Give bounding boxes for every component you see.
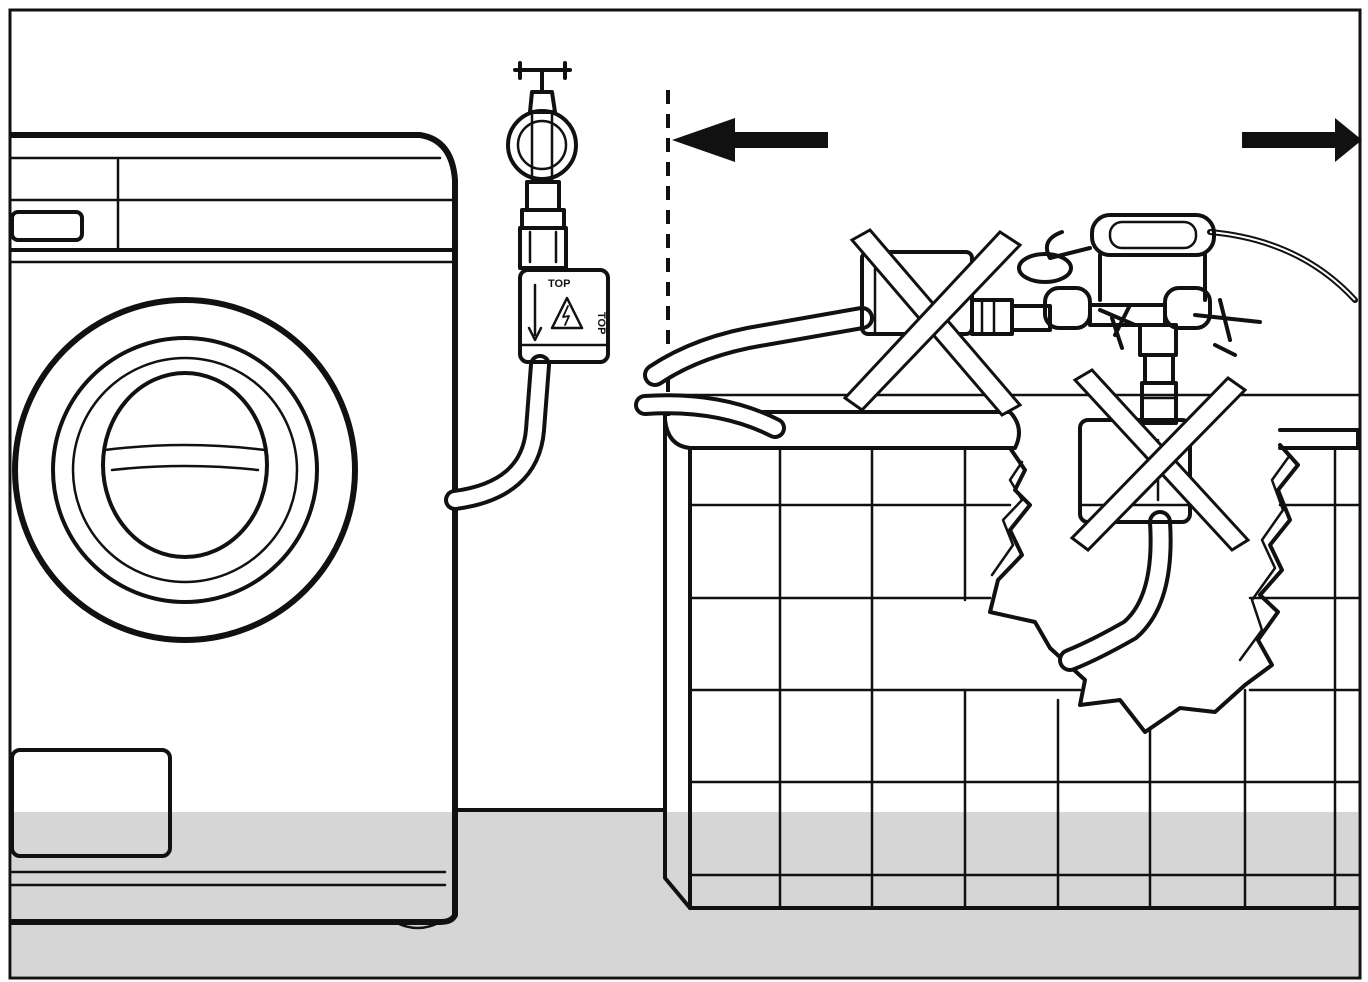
cross-mark-icon [842, 228, 1023, 417]
tile-grid [688, 446, 1360, 910]
water-tap [506, 61, 578, 270]
service-panel [10, 748, 172, 858]
valve-label-top: TOP [548, 278, 570, 290]
cross-mark-icon [1069, 368, 1251, 552]
detergent-drawer [10, 210, 84, 242]
cutaway-opening [988, 443, 1300, 734]
aquastop-valve-box: TOP TOP [518, 268, 610, 364]
drain-hose [647, 310, 870, 383]
machine-door [12, 297, 358, 643]
valve-label-side: TOP [595, 312, 607, 334]
bath-mixer-tap [970, 213, 1358, 425]
washing-machine [9, 132, 458, 930]
floor [10, 808, 1358, 976]
lightning-warning-icon [550, 296, 584, 330]
inlet-hose [448, 358, 547, 507]
arrow-right-icon [1242, 118, 1362, 162]
arrow-left-icon [672, 118, 828, 162]
